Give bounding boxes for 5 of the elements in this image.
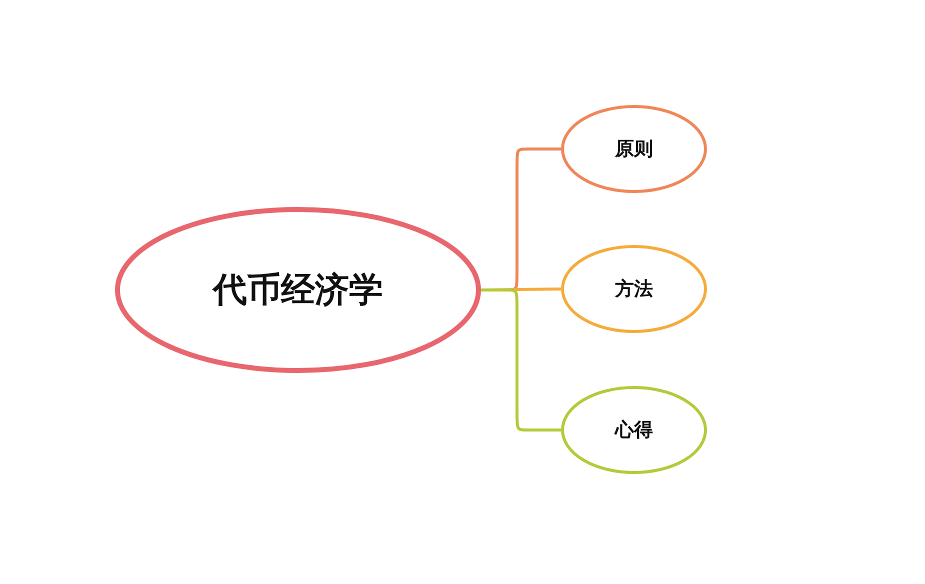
- topic-label: 方法: [615, 277, 653, 302]
- branch-connector: [481, 288, 561, 432]
- topic-label: 心得: [615, 418, 653, 443]
- topic-label: 原则: [615, 137, 653, 162]
- topic-label: 代币经济学: [213, 269, 383, 312]
